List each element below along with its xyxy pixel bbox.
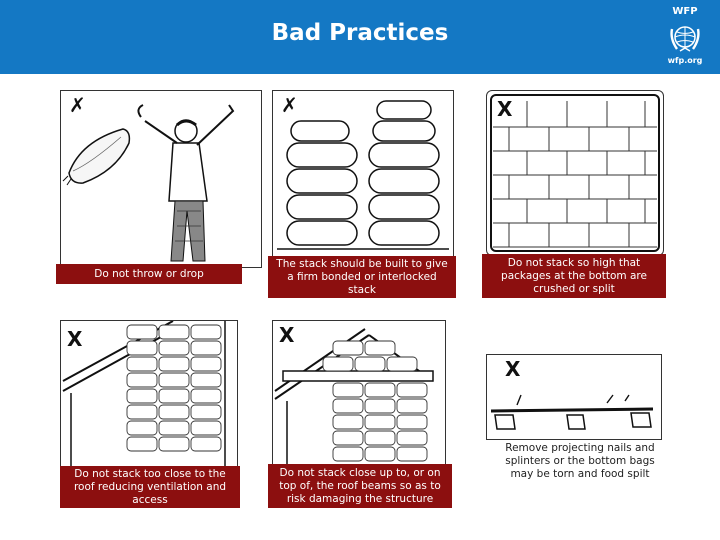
cross-mark: ✗ (69, 93, 86, 117)
page-title: Bad Practices (271, 20, 449, 46)
logo-text: WFP (672, 6, 698, 17)
cross-mark: X (279, 323, 295, 347)
caption-unbonded-stack: The stack should be built to give a firm… (268, 256, 456, 298)
caption-close-to-roof: Do not stack too close to the roof reduc… (60, 466, 240, 508)
header-bar: Bad Practices WFP wfp.org (0, 0, 720, 74)
illustration-throw: ✗ (60, 90, 262, 268)
illustration-pallet-nails: X (486, 354, 662, 440)
wfp-logo: WFP wfp.org (654, 4, 716, 70)
cross-mark: X (505, 357, 521, 381)
logo-url: wfp.org (667, 56, 703, 65)
caption-throw: Do not throw or drop (56, 264, 242, 284)
illustration-unbonded-stack: ✗ (272, 90, 454, 258)
illustration-close-to-roof: X (60, 320, 238, 470)
cross-mark: X (497, 97, 513, 121)
illustration-roof-beams: X (272, 320, 446, 468)
caption-pallet-nails: Remove projecting nails and splinters or… (505, 441, 655, 480)
cross-mark: X (67, 327, 83, 351)
illustration-stack-too-high: X (486, 90, 664, 256)
cross-mark: ✗ (281, 93, 298, 117)
wfp-emblem-icon (667, 19, 703, 55)
caption-stack-too-high: Do not stack so high that packages at th… (482, 254, 666, 298)
caption-roof-beams: Do not stack close up to, or on top of, … (268, 464, 452, 508)
